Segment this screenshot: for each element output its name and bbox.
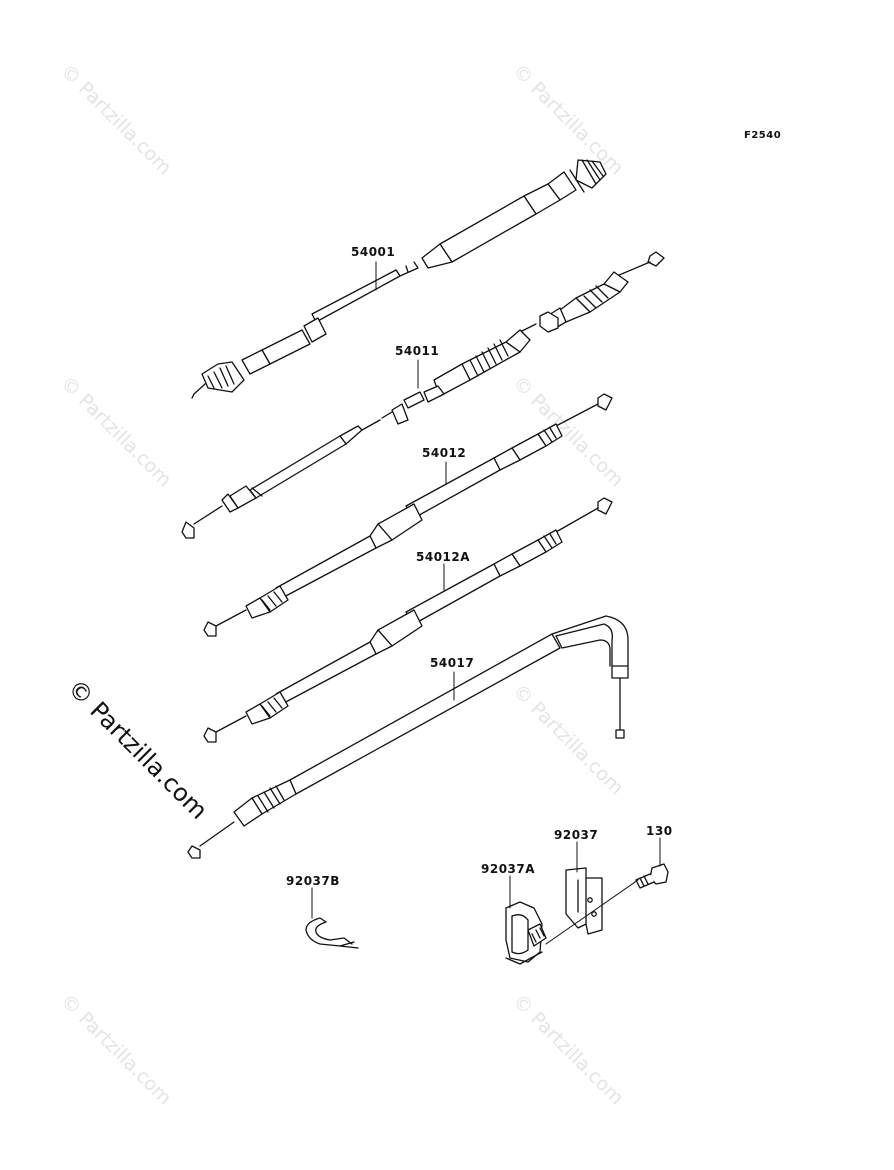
cable-54001 xyxy=(191,159,607,399)
cable-54011 xyxy=(181,251,665,539)
bracket-92037 xyxy=(565,867,603,935)
part-label-54017[interactable]: 54017 xyxy=(430,656,475,670)
part-label-54012A[interactable]: 54012A xyxy=(416,550,471,564)
diagram-code: F2540 xyxy=(744,130,782,141)
part-label-54012[interactable]: 54012 xyxy=(422,446,467,460)
clamp-92037A xyxy=(505,901,547,965)
cable-54012 xyxy=(203,393,613,637)
bolt-130 xyxy=(635,863,669,889)
part-label-54011[interactable]: 54011 xyxy=(395,344,440,358)
leader-lines xyxy=(311,261,661,945)
cable-54012A xyxy=(203,497,613,743)
part-label-92037[interactable]: 92037 xyxy=(554,828,599,842)
part-label-130[interactable]: 130 xyxy=(646,824,673,838)
part-label-54001[interactable]: 54001 xyxy=(351,245,396,259)
cable-54017 xyxy=(187,615,629,859)
part-label-92037A[interactable]: 92037A xyxy=(481,862,536,876)
clip-92037B xyxy=(305,917,359,949)
part-label-92037B[interactable]: 92037B xyxy=(286,874,340,888)
